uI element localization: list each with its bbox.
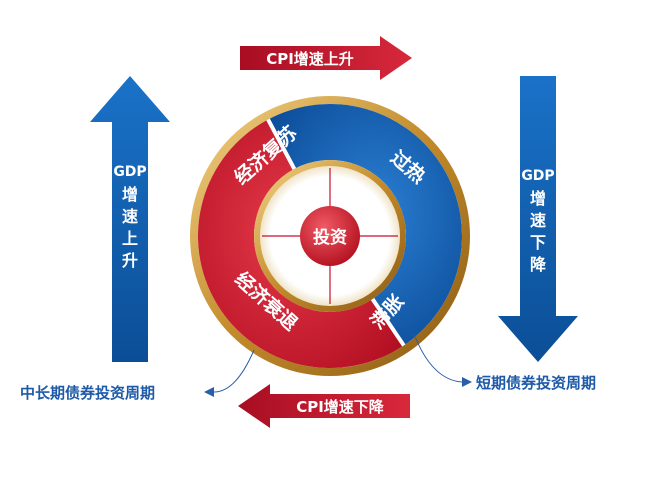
right-callout-label: 短期债券投资周期 — [476, 374, 596, 392]
gdp-down-char-1: 增 — [530, 189, 546, 208]
gdp-up-label: GDP — [113, 164, 146, 180]
gdp-up-char-3: 上 — [122, 229, 138, 248]
left-callout-label: 中长期债券投资周期 — [20, 384, 155, 402]
gdp-down-char-3: 下 — [530, 233, 546, 252]
cpi-up-label: CPI增速上升 — [266, 50, 354, 68]
right-callout-arrowhead — [462, 377, 472, 387]
gdp-down-arrow: GDP 增 速 下 降 — [498, 76, 578, 362]
gdp-up-char-1: 增 — [122, 185, 138, 204]
gdp-up-arrow: GDP 增 速 上 升 — [90, 76, 170, 362]
overheat-stagflation-segment — [268, 104, 462, 346]
right-callout-connector — [413, 333, 463, 383]
recovery-recession-segment — [198, 119, 404, 369]
cpi-up-arrow: CPI增速上升 — [240, 36, 412, 80]
left-callout-connector — [213, 349, 255, 393]
gdp-up-char-2: 速 — [122, 207, 138, 226]
gdp-down-char-2: 速 — [530, 211, 546, 230]
cpi-down-label: CPI增速下降 — [296, 398, 385, 416]
gdp-down-label: GDP — [521, 168, 554, 184]
cpi-down-arrow: CPI增速下降 — [238, 384, 410, 428]
gdp-down-char-4: 降 — [530, 255, 547, 274]
left-callout-arrowhead — [204, 387, 214, 397]
segment-divider — [370, 297, 406, 347]
segment-divider — [266, 118, 297, 170]
gdp-up-char-4: 升 — [122, 251, 138, 270]
center-investment-disc — [300, 206, 360, 266]
center-investment-label: 投资 — [313, 227, 347, 248]
